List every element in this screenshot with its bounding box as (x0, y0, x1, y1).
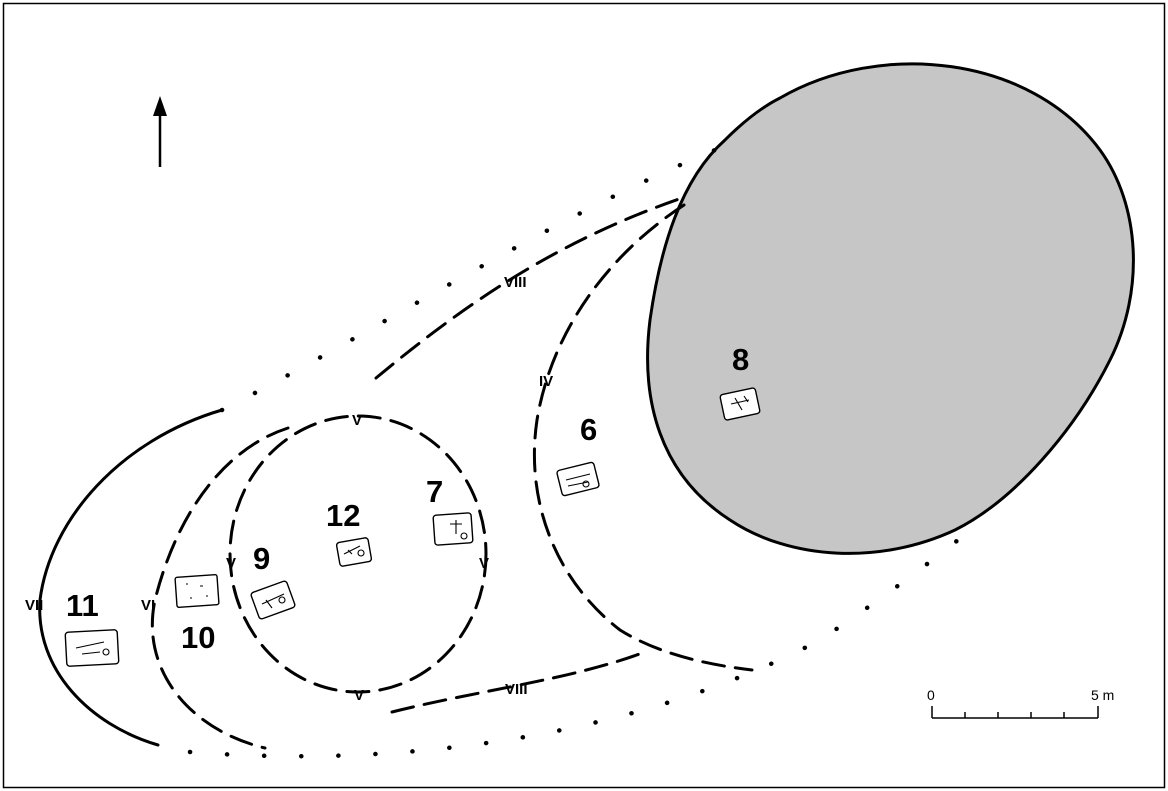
grave-label-10: 10 (181, 620, 215, 655)
ditch-iv (532, 203, 754, 672)
grave-8 (719, 387, 761, 421)
grave-10 (174, 574, 220, 608)
ditch-label-v-bottom: V (354, 687, 364, 704)
ditch-label-v-right: V (479, 555, 489, 572)
grave-6 (556, 461, 600, 497)
ditch-viii-lower (390, 650, 647, 714)
ditch-label-viii-top: VIII (504, 274, 527, 291)
grave-9 (250, 580, 296, 620)
ditch-label-viii-bottom: VIII (505, 681, 528, 698)
grave-11 (64, 629, 120, 667)
grave-label-7: 7 (426, 474, 443, 509)
ditch-v-ring (228, 414, 488, 694)
scale-bar: 0 5 m (927, 687, 1114, 719)
mound-area (646, 62, 1135, 555)
ditch-label-vii: VII (25, 597, 43, 614)
grave-7 (432, 512, 474, 546)
ditch-vii (38, 408, 224, 747)
scale-bar-end-label: 5 m (1091, 687, 1114, 703)
grave-label-11: 11 (66, 588, 99, 623)
ditch-label-v-left: V (226, 555, 236, 572)
north-arrow-icon (153, 96, 167, 167)
grave-label-12: 12 (326, 498, 360, 533)
grave-12 (335, 537, 373, 567)
grave-label-6: 6 (580, 412, 597, 447)
ditch-label-vi: VI (141, 597, 155, 614)
grave-label-8: 8 (732, 342, 749, 377)
grave-label-9: 9 (253, 541, 270, 576)
dotted-boundary-lower (187, 537, 961, 759)
scale-bar-start-label: 0 (927, 687, 935, 703)
ditch-label-v-top: V (352, 412, 362, 429)
ditch-vi (150, 426, 290, 750)
ditch-viii-upper (374, 196, 684, 380)
ditch-label-iv: IV (539, 373, 553, 390)
